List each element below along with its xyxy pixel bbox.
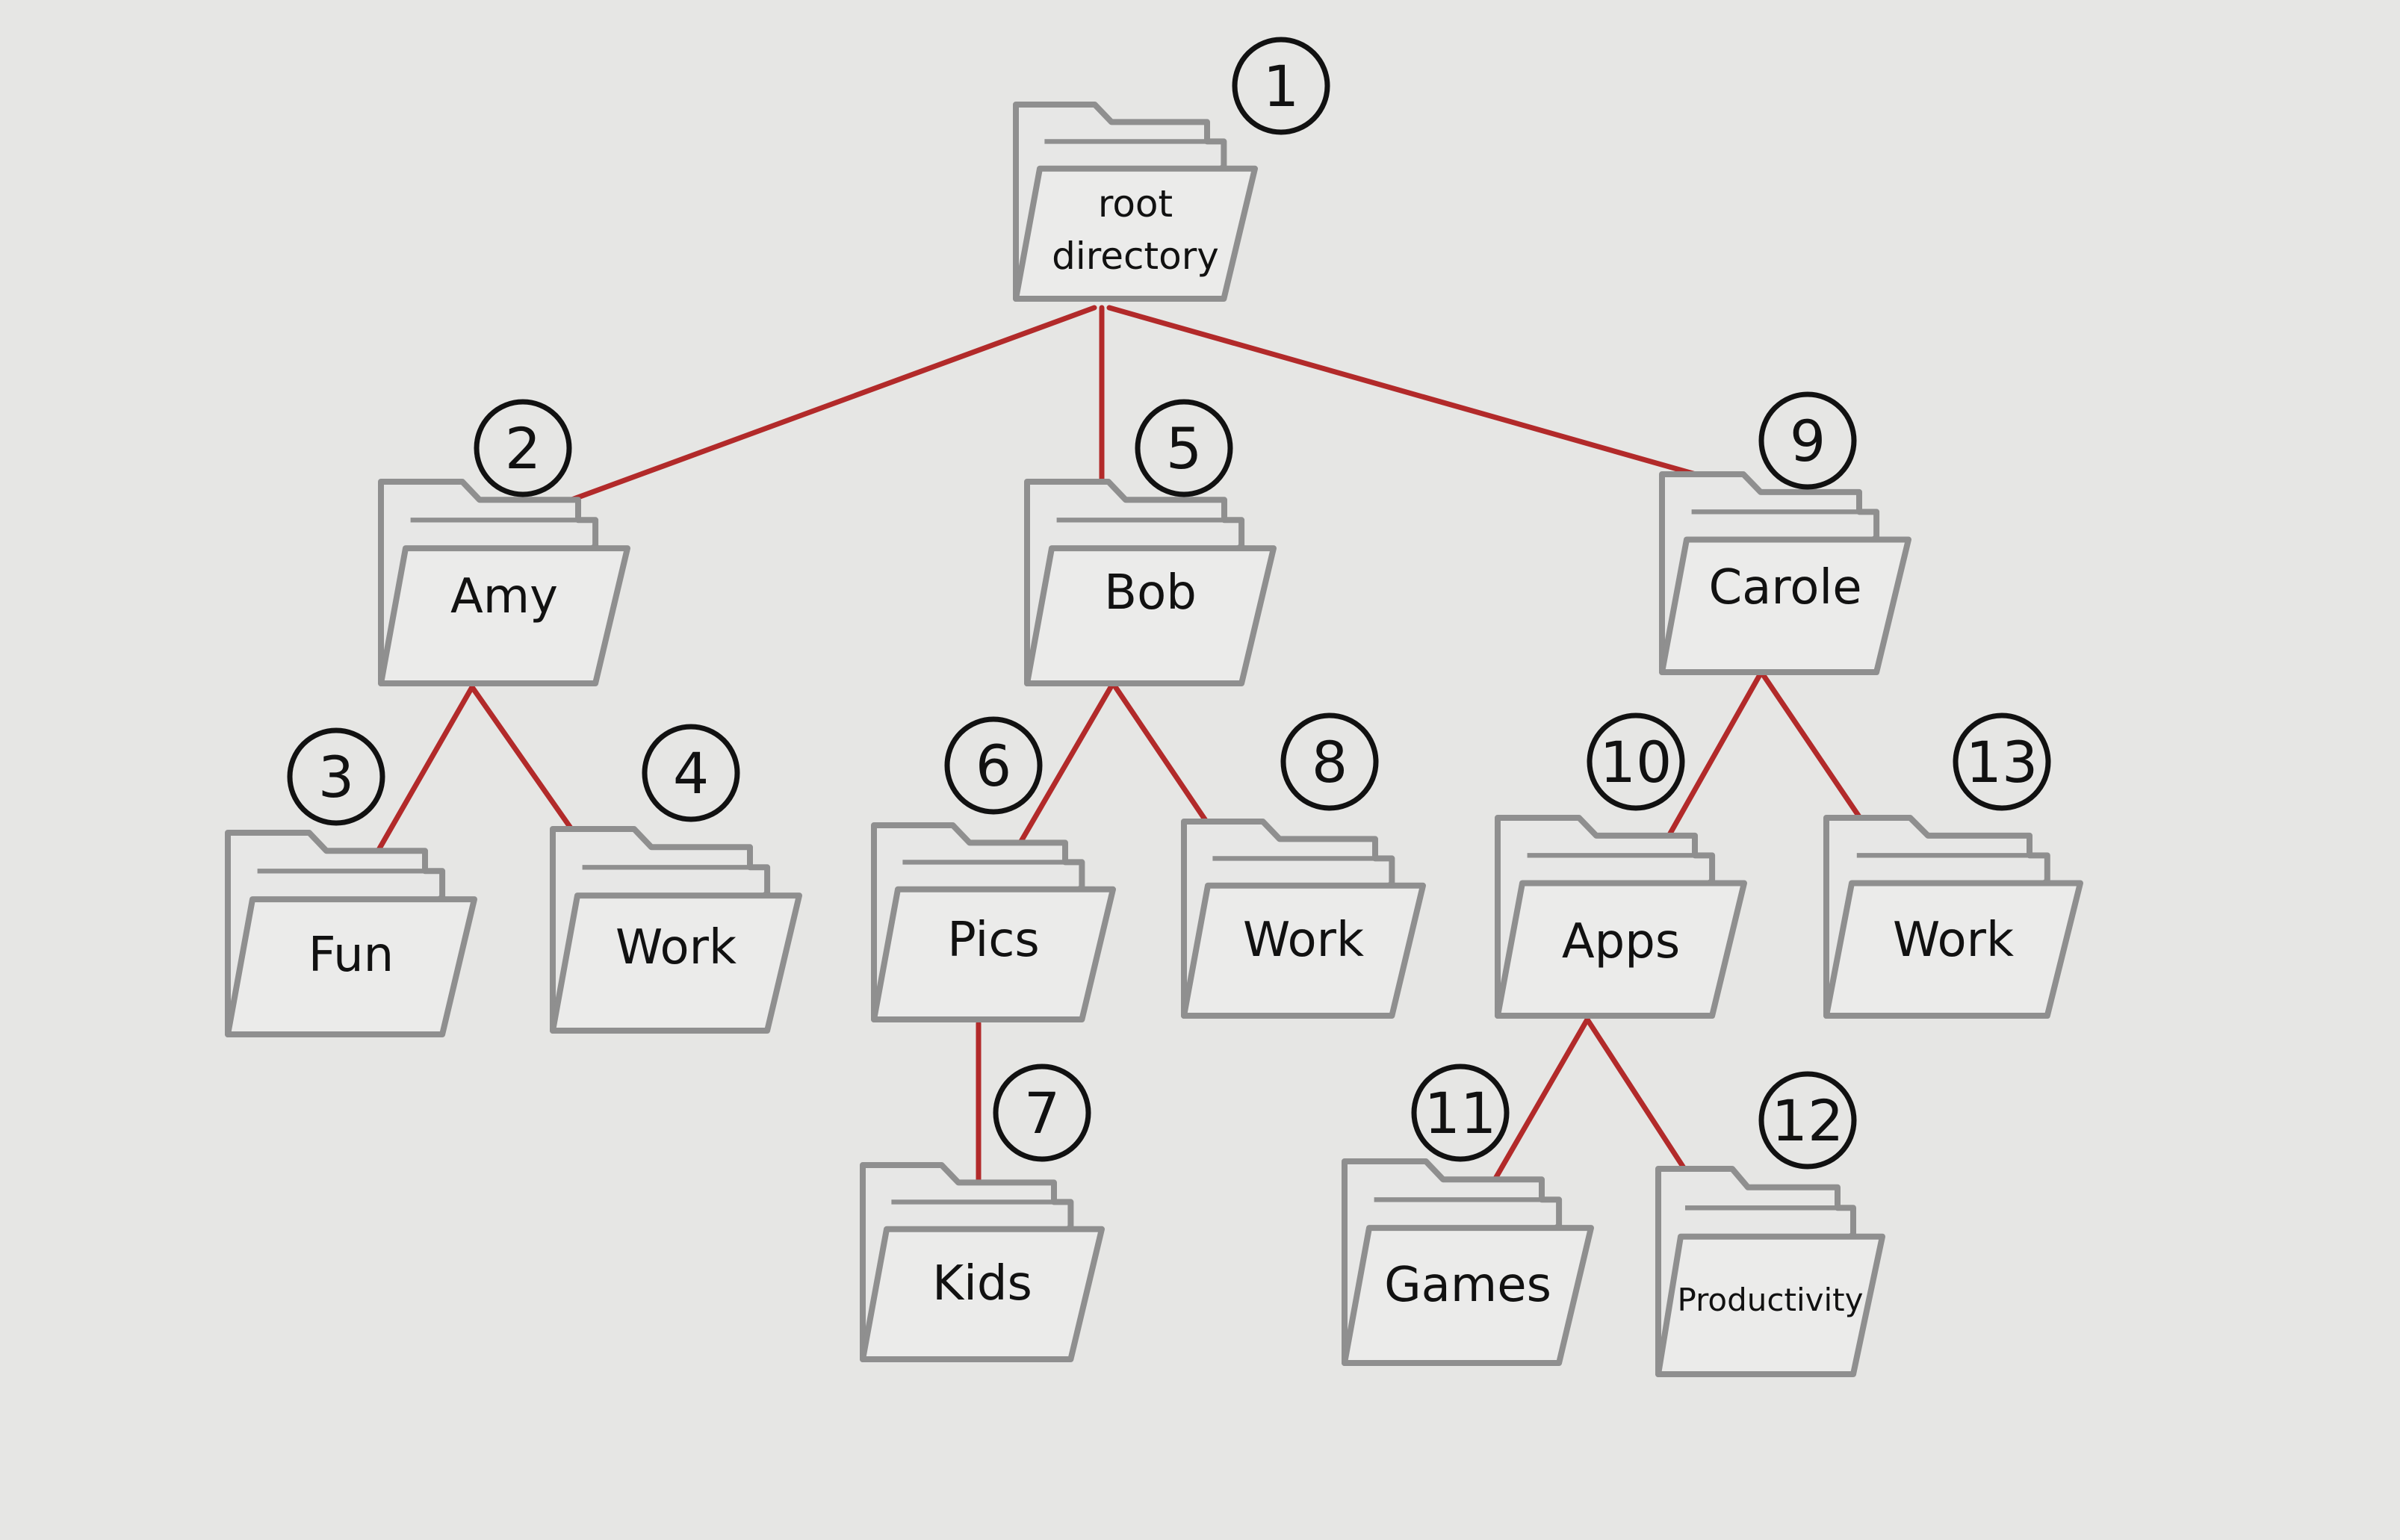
order-badge-circle	[1953, 712, 2051, 811]
order-badge-circle	[1758, 1071, 1857, 1170]
folder-front-icon	[1013, 165, 1258, 302]
folder-node-carole-apps-games[interactable]: Games	[1342, 1158, 1594, 1366]
folder-label: Productivity	[1678, 1282, 1864, 1318]
order-badge-number: 3	[318, 744, 354, 810]
folder-node-carole[interactable]: Carole	[1659, 471, 1911, 675]
folder-label: Apps	[1562, 914, 1680, 969]
order-badge: 2	[474, 399, 572, 497]
order-badge-circle	[993, 1064, 1091, 1162]
order-badge: 3	[287, 727, 385, 826]
order-badge-number: 8	[1312, 729, 1348, 795]
folder-node-bob-pics[interactable]: Pics	[871, 822, 1116, 1022]
folder-node-bob-work[interactable]: Work	[1181, 819, 1426, 1019]
order-badge: 11	[1411, 1064, 1510, 1162]
edge-root-to-carole	[1106, 305, 1699, 477]
edge-bob-to-bob-pics	[1014, 680, 1116, 851]
order-badge-number: 4	[673, 740, 709, 807]
folder-front-icon	[1181, 882, 1426, 1019]
folder-label: Amy	[450, 569, 558, 624]
order-badge-circle	[1587, 712, 1685, 811]
order-badge-number: 12	[1772, 1087, 1844, 1154]
folder-front-icon	[1659, 536, 1911, 675]
folder-node-amy[interactable]: Amy	[378, 479, 630, 686]
folder-front-icon	[225, 896, 477, 1037]
folder-node-bob-pics-kids[interactable]: Kids	[860, 1162, 1105, 1362]
folder-node-bob[interactable]: Bob	[1024, 479, 1277, 686]
folder-front-icon	[1823, 880, 2083, 1019]
order-badge: 4	[642, 724, 740, 822]
order-badge-circle	[287, 727, 385, 826]
folder-front-icon	[1342, 1225, 1594, 1366]
edge-bob-to-bob-work	[1110, 680, 1209, 825]
folder-node-carole-apps[interactable]: Apps	[1495, 815, 1747, 1019]
order-badge: 9	[1758, 391, 1857, 490]
order-badge-circle	[1135, 399, 1233, 497]
order-badge-circle	[1758, 391, 1857, 490]
order-badge-circle	[642, 724, 740, 822]
folder-label: Fun	[308, 928, 394, 983]
folder-label: Carole	[1708, 560, 1861, 615]
order-badge: 7	[993, 1064, 1091, 1162]
folder-label: Kids	[932, 1256, 1032, 1311]
folder-front-icon	[550, 892, 802, 1034]
order-badge-number: 7	[1024, 1080, 1060, 1146]
folder-front-icon	[1655, 1233, 1885, 1377]
order-badge-circle	[474, 399, 572, 497]
folder-front-icon	[860, 1226, 1105, 1362]
order-badge-circle	[1232, 37, 1330, 135]
order-badge-number: 2	[505, 415, 541, 482]
folder-label: Games	[1384, 1258, 1551, 1313]
folder-label: Work	[1893, 913, 2014, 968]
order-badge-number: 5	[1166, 415, 1202, 482]
folder-front-icon	[1024, 545, 1277, 686]
folder-label: Work	[1243, 913, 1364, 968]
folder-node-carole-apps-productivity[interactable]: Productivity	[1655, 1166, 1885, 1377]
edge-carole-to-carole-work	[1758, 669, 1863, 821]
folder-label: Bob	[1104, 565, 1197, 621]
edge-amy-to-amy-work	[469, 684, 574, 832]
order-badge: 13	[1953, 712, 2051, 811]
order-badge: 12	[1758, 1071, 1857, 1170]
folder-node-carole-work[interactable]: Work	[1823, 815, 2083, 1019]
order-badge-number: 6	[976, 733, 1011, 799]
order-badge: 10	[1587, 712, 1685, 811]
folder-front-icon	[1495, 880, 1747, 1019]
folder-front-icon	[378, 545, 630, 686]
folder-label: root	[1098, 182, 1173, 226]
order-badge: 6	[944, 716, 1043, 815]
folder-label: directory	[1052, 235, 1219, 278]
order-badge-circle	[1280, 712, 1379, 811]
edge-root-to-amy	[542, 305, 1097, 512]
order-badge-number: 9	[1790, 408, 1826, 474]
order-badge-circle	[944, 716, 1043, 815]
folder-node-amy-work[interactable]: Work	[550, 826, 802, 1034]
folder-node-root[interactable]: root directory	[1013, 102, 1258, 302]
order-badge: 1	[1232, 37, 1330, 135]
order-badge: 8	[1280, 712, 1379, 811]
folder-front-icon	[871, 886, 1116, 1022]
edge-amy-to-amy-fun	[370, 684, 475, 862]
edge-carole-apps-to-carole-apps-games	[1487, 1016, 1590, 1190]
edge-carole-apps-to-carole-apps-productivity	[1584, 1016, 1687, 1172]
folder-label: Work	[615, 920, 737, 975]
order-badge: 5	[1135, 399, 1233, 497]
edge-carole-to-carole-apps	[1661, 669, 1764, 847]
folder-node-amy-fun[interactable]: Fun	[225, 830, 477, 1037]
folder-label: Pics	[947, 913, 1040, 968]
edges-layer	[370, 305, 1863, 1194]
order-badge-circle	[1411, 1064, 1510, 1162]
order-badge-number: 10	[1600, 729, 1672, 795]
order-badge-number: 11	[1424, 1080, 1497, 1146]
order-badge-number: 13	[1966, 729, 2038, 795]
order-badge-number: 1	[1263, 53, 1299, 119]
